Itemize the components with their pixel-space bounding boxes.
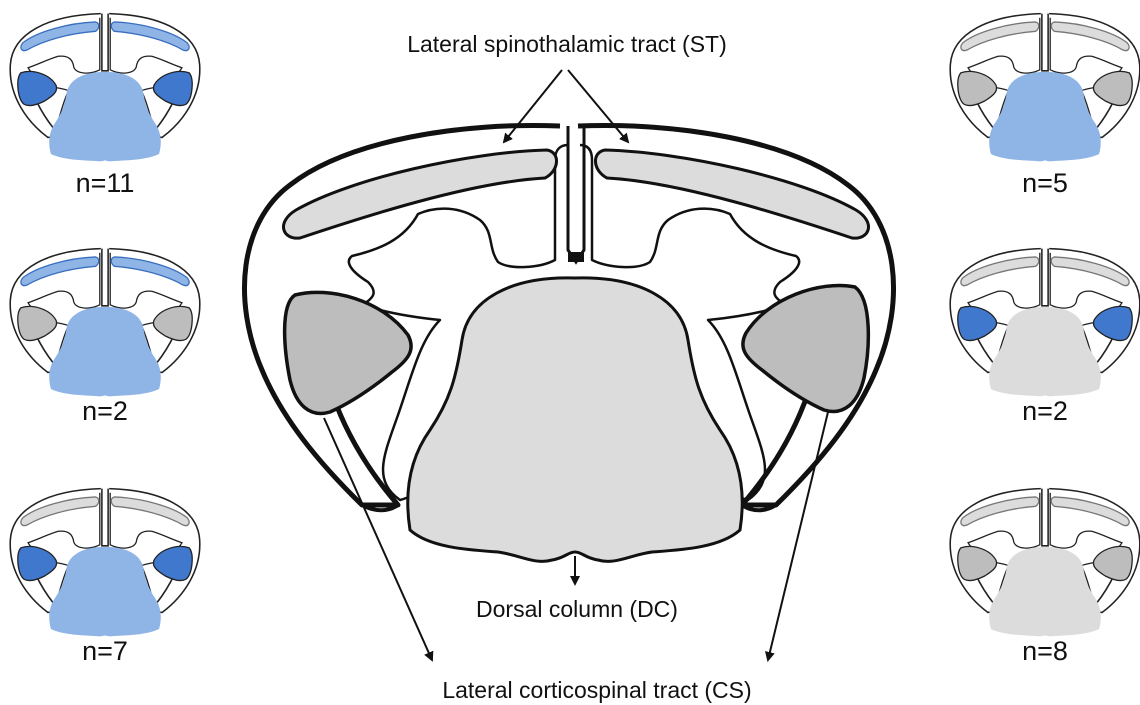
- variant-dorsal-column: [989, 307, 1101, 396]
- variant-cs-left: [958, 546, 997, 580]
- variant-cross-section: [950, 489, 1140, 637]
- variant-cross-section: [10, 14, 200, 162]
- variant-fissure: [102, 14, 108, 71]
- cs-arrow-right: [768, 412, 828, 660]
- variant-cross-section: [950, 249, 1140, 397]
- variant-cs-right: [1093, 71, 1132, 105]
- cs-label: Lateral corticospinal tract (CS): [442, 677, 751, 703]
- variant-cs-left: [18, 546, 57, 580]
- main-cross-section: [238, 122, 893, 562]
- variant-cs-right: [1093, 546, 1132, 580]
- variant-cross-section: [950, 14, 1140, 162]
- main-st-right: [595, 150, 868, 238]
- st-label: Lateral spinothalamic tract (ST): [407, 31, 727, 57]
- st-arrow-left: [504, 70, 562, 142]
- variant-cs-right: [153, 71, 192, 105]
- variant-cs-left: [18, 306, 57, 340]
- variant-cs-left: [958, 71, 997, 105]
- variant-fissure: [102, 249, 108, 306]
- variant-cross-section: [10, 249, 200, 397]
- variant-cs-left: [18, 71, 57, 105]
- variant-cross-section: [10, 489, 200, 637]
- variant-cs-right: [1093, 306, 1132, 340]
- variant-count-label: n=2: [1022, 396, 1068, 426]
- variant-cs-left: [958, 306, 997, 340]
- variant-fissure: [1042, 249, 1048, 306]
- main-cs-left: [285, 292, 412, 413]
- variant-dorsal-column: [49, 307, 161, 396]
- dc-label: Dorsal column (DC): [476, 596, 678, 622]
- variant-count-label: n=8: [1022, 636, 1068, 666]
- variant-count-label: n=2: [82, 396, 128, 426]
- variant-dorsal-column: [49, 72, 161, 161]
- variant-fissure: [1042, 489, 1048, 546]
- variant-fissure: [102, 489, 108, 546]
- main-dorsal-column: [408, 278, 742, 561]
- variant-dorsal-column: [989, 72, 1101, 161]
- variant-dorsal-column: [49, 547, 161, 636]
- main-dorsal-fissure: [568, 126, 584, 262]
- variant-count-label: n=5: [1022, 168, 1068, 198]
- st-arrow-right: [568, 70, 628, 142]
- variant-cs-right: [153, 306, 192, 340]
- variant-dorsal-column: [989, 547, 1101, 636]
- variant-count-label: n=7: [82, 636, 128, 666]
- main-central-canal: [568, 252, 584, 262]
- variant-fissure: [1042, 14, 1048, 71]
- main-cs-right: [743, 286, 868, 412]
- variant-count-label: n=11: [76, 168, 135, 198]
- variant-cs-right: [153, 546, 192, 580]
